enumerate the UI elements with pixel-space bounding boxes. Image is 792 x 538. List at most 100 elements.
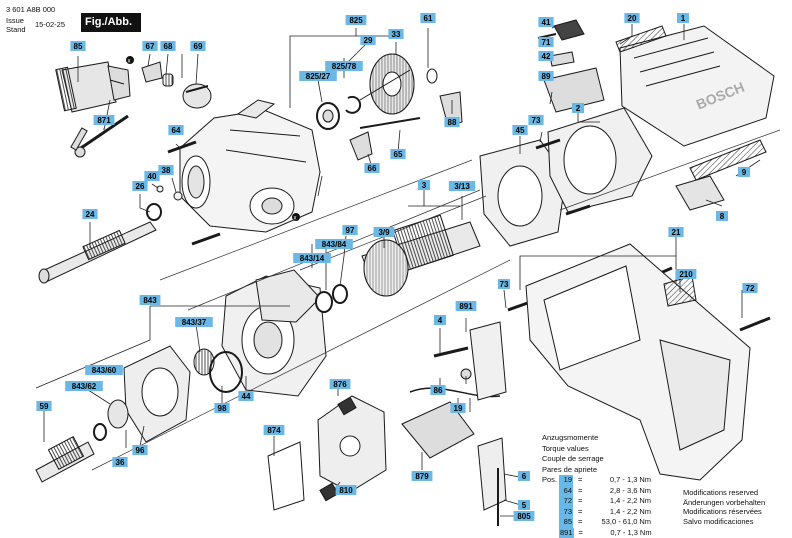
callout-text: 5 (522, 501, 527, 510)
torque-unit: Nm (640, 528, 652, 538)
ring-843-84-part (316, 292, 332, 312)
callout-843-14: 843/14 (293, 253, 331, 263)
callout-text: 8 (720, 212, 725, 221)
callout-29: 29 (360, 35, 375, 45)
switch-module-876-part (318, 396, 386, 501)
callout-text: 64 (172, 126, 181, 135)
callout-26: 26 (132, 181, 147, 191)
callout-825-27: 825/27 (299, 71, 337, 81)
torque-pos-label: Pos. (542, 475, 559, 486)
gear-33-part (360, 54, 414, 114)
callout-3-13: 3/13 (449, 181, 475, 191)
callout-text: 59 (40, 402, 49, 411)
callout-805: 805 (514, 511, 535, 521)
bracket-874-part (268, 442, 304, 510)
spindle-59-part (36, 437, 94, 482)
part-843-62 (108, 400, 128, 428)
torque-unit: Nm (639, 475, 651, 486)
callout-text: 6 (522, 472, 527, 481)
torque-title-de: Anzugsmomente (542, 433, 682, 444)
callout-85: 85 (70, 41, 85, 51)
torque-unit: Nm (639, 507, 651, 518)
svg-text:x: x (294, 216, 297, 222)
callout-text: 19 (454, 404, 463, 413)
callout-text: 871 (97, 116, 111, 125)
callout-text: 40 (148, 172, 157, 181)
field-stator-part (548, 108, 652, 212)
callout-3: 3 (418, 180, 430, 190)
callout-text: 825/78 (332, 62, 357, 71)
torque-pos: 72 (559, 496, 573, 507)
callout-text: 86 (434, 386, 443, 395)
callout-text: 4 (438, 316, 443, 325)
callout-843-62: 843/62 (65, 381, 103, 391)
callout-64: 64 (168, 125, 183, 135)
torque-value: 53,0 - 61,0 (585, 517, 637, 528)
torque-title-fr: Couple de serrage (542, 454, 682, 465)
label-8-part (676, 176, 724, 210)
torque-title-en: Torque values (542, 444, 682, 455)
trigger-6-part (478, 438, 506, 510)
callout-text: 874 (267, 426, 281, 435)
callout-text: 843 (143, 296, 157, 305)
callout-text: 805 (517, 512, 531, 521)
torque-title-es: Pares de apriete (542, 465, 682, 476)
torque-pos-label (542, 517, 559, 528)
callout-9: 9 (738, 167, 750, 177)
shaft-65-part (360, 118, 420, 128)
callout-86: 86 (430, 385, 445, 395)
callout-879: 879 (412, 471, 433, 481)
callout-text: 810 (339, 486, 353, 495)
callout-text: 33 (392, 30, 401, 39)
callout-text: 1 (681, 14, 686, 23)
callout-24: 24 (82, 209, 97, 219)
callout-text: 3/13 (454, 182, 470, 191)
callout-text: 41 (542, 18, 551, 27)
torque-value: 0,7 - 1,3 (586, 528, 638, 538)
mod-line-en: Modifications reserved (683, 488, 765, 498)
callout-text: 96 (136, 446, 145, 455)
callout-66: 66 (364, 163, 379, 173)
callout-text: 69 (194, 42, 203, 51)
callout-96: 96 (132, 445, 147, 455)
torque-pos: 85 (559, 517, 573, 528)
gearbox-housing-part (180, 100, 320, 232)
callout-40: 40 (144, 171, 159, 181)
callout-36: 36 (112, 457, 127, 467)
screw-72-part (740, 318, 770, 330)
ring-97-part (333, 285, 347, 303)
callout-text: 71 (542, 38, 551, 47)
callout-text: 67 (146, 42, 155, 51)
label-9-part (690, 140, 766, 180)
callout-text: 44 (242, 392, 251, 401)
callout-891: 891 (456, 301, 477, 311)
callout-21: 21 (668, 227, 683, 237)
torque-pos-label (542, 486, 559, 497)
callout-874: 874 (264, 425, 285, 435)
callout-text: 85 (74, 42, 83, 51)
callout-text: 24 (86, 210, 95, 219)
callout-text: 843/84 (322, 240, 347, 249)
callout-45: 45 (512, 125, 527, 135)
callout-text: 98 (218, 404, 227, 413)
callout-text: 843/14 (300, 254, 325, 263)
callout-text: 68 (164, 42, 173, 51)
gear-843-37-part (194, 349, 214, 375)
clip-825-part (346, 97, 360, 113)
callout-3-9: 3/9 (374, 227, 395, 237)
callout-text: 3/9 (378, 228, 390, 237)
callout-text: 20 (628, 14, 637, 23)
torque-value: 2,8 - 3,6 (585, 486, 637, 497)
callout-44: 44 (238, 391, 253, 401)
callout-88: 88 (444, 117, 459, 127)
callout-text: 97 (346, 226, 355, 235)
torque-unit: Nm (639, 517, 651, 528)
callout-text: 36 (116, 458, 125, 467)
callout-4: 4 (434, 315, 446, 325)
callout-20: 20 (624, 13, 639, 23)
